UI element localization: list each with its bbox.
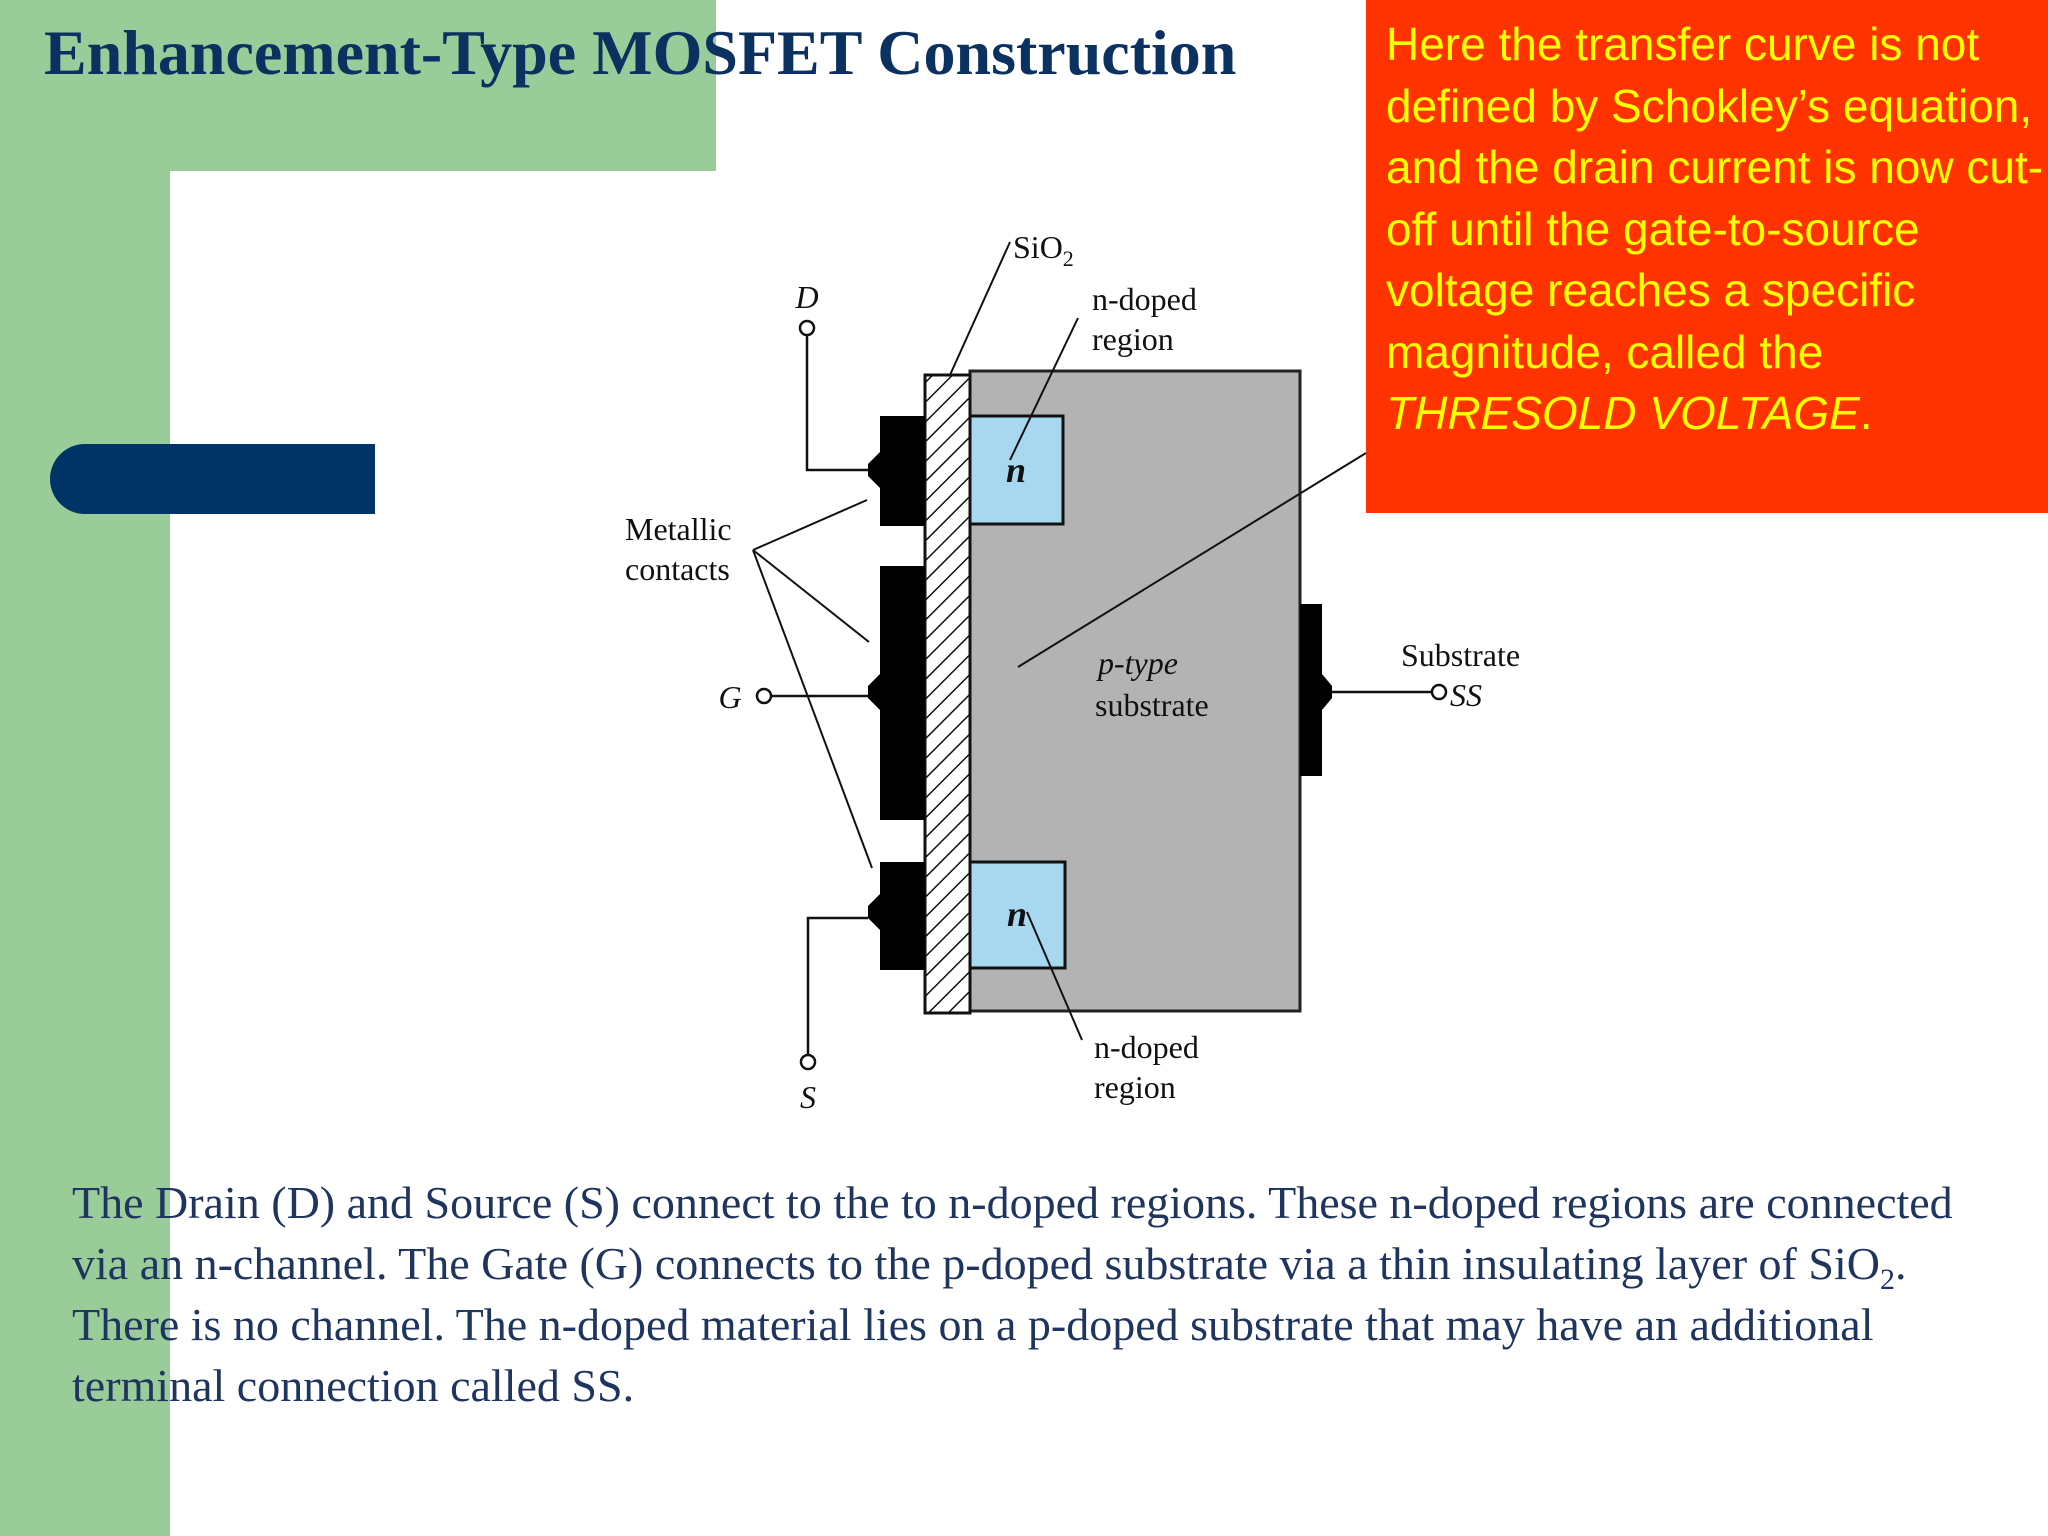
navy-accent-bar [50, 444, 375, 514]
callout-text-block: Here the transfer curve is not defined b… [1386, 14, 2048, 445]
top-green-band [0, 0, 716, 171]
n-label-top: n [1006, 450, 1026, 490]
source-terminal [799, 1053, 817, 1071]
ss-terminal [1430, 683, 1448, 701]
ndoped-top-leader [1009, 317, 1079, 461]
ptype-label-1: p-type [1096, 645, 1178, 681]
sio2-layer [923, 373, 972, 1015]
gate-label: G [718, 679, 741, 715]
body-paragraph: The Drain (D) and Source (S) connect to … [72, 1172, 2012, 1416]
sio2-leader [949, 241, 1011, 376]
metallic-leader-drain [752, 499, 868, 551]
n-region-bottom [968, 860, 1067, 970]
drain-contact [868, 416, 925, 526]
body-text-part2: . There is no channel. The n-doped mater… [72, 1238, 1907, 1411]
sio2-label: SiO2 [1013, 229, 1074, 271]
drain-terminal [798, 319, 816, 337]
ndoped-top-label-2: region [1092, 321, 1174, 357]
metallic-label-2: contacts [625, 551, 730, 587]
source-contact [868, 862, 925, 970]
threshold-callout: Here the transfer curve is not defined b… [1366, 0, 2048, 513]
callout-emphasis: THRESOLD VOLTAGE [1386, 387, 1860, 439]
metallic-label-1: Metallic [625, 511, 732, 547]
metallic-leader-gate [752, 549, 870, 643]
callout-text: Here the transfer curve is not defined b… [1386, 18, 2044, 378]
source-wire [806, 916, 868, 1054]
gate-contact [868, 566, 925, 820]
body-subscript: 2 [1879, 1263, 1895, 1297]
slide-title: Enhancement-Type MOSFET Construction [44, 17, 1237, 88]
callout-end: . [1859, 387, 1873, 439]
ndoped-bottom-label-2: region [1094, 1069, 1176, 1105]
ndoped-bottom-leader [1026, 911, 1083, 1041]
n-region-top [968, 414, 1065, 526]
body-text-part1: The Drain (D) and Source (S) connect to … [72, 1177, 1953, 1289]
metallic-leader-source [752, 549, 873, 869]
n-label-bottom: n [1007, 894, 1027, 934]
ptype-label-2: substrate [1095, 687, 1209, 723]
ndoped-bottom-label-1: n-doped [1094, 1029, 1199, 1065]
drain-label: D [794, 279, 818, 315]
substrate-label: Substrate [1401, 637, 1520, 673]
substrate-contact [1300, 604, 1332, 776]
gate-terminal [755, 687, 773, 705]
callout-pointer [1017, 452, 1367, 668]
ss-label: SS [1450, 677, 1482, 713]
left-green-strip [0, 0, 170, 1536]
source-label: S [800, 1079, 816, 1115]
ndoped-top-label-1: n-doped [1092, 281, 1197, 317]
drain-wire [805, 336, 868, 472]
